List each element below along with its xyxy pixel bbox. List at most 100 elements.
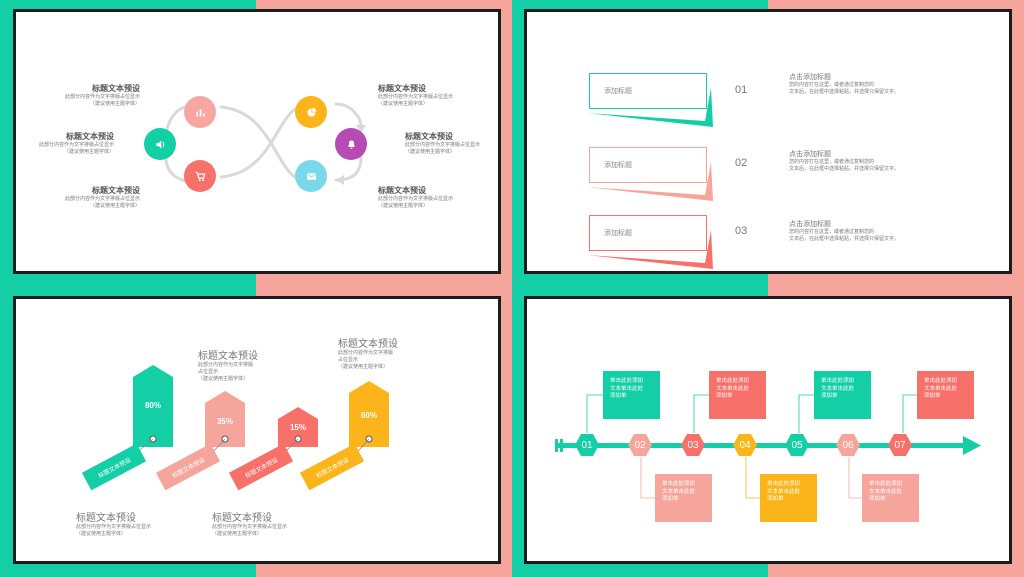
card-2[interactable]: 添加标题	[589, 147, 707, 183]
box-line: 单击此处添加	[924, 378, 958, 384]
timeline-start-mark	[555, 439, 558, 452]
pie-chart-icon	[295, 96, 327, 128]
slide-1-cycle[interactable]: 标题文本预设 此部分内容作为文字排版占位显示 （建议使用主题字体） 标题文本预设…	[13, 9, 501, 274]
cart-icon	[184, 160, 216, 192]
card-label: 添加标题	[604, 230, 632, 237]
speaker-icon	[144, 128, 176, 160]
timeline-box-5[interactable]: 单击此处添加 文本单击此处 添加单	[814, 371, 871, 419]
card-fold-teal	[587, 88, 713, 127]
text-block-left-2: 标题文本预设 此部分内容作为文字排版占位显示 （建议使用主题字体）	[22, 131, 114, 156]
step-01: 01	[575, 433, 599, 457]
box-line: 文本单击此处	[662, 488, 696, 495]
card-desc-3: 点击添加标题 您的内容打在这里，或者通过复制您的 文本后，在此框中选择粘贴，并选…	[789, 219, 959, 243]
slide-4-timeline[interactable]: 01 02 03 04 05 06 07 单击此处添加 文本单击此处 添加单 单…	[524, 296, 1012, 564]
upper-body: 占位显示	[338, 357, 359, 363]
timeline-box-2[interactable]: 单击此处添加 文本单击此处 添加单	[655, 474, 712, 522]
mail-icon	[295, 160, 327, 192]
box-line: 单击此处添加	[662, 481, 696, 487]
box-line: 文本单击此处	[821, 385, 855, 392]
card-label: 添加标题	[604, 162, 632, 169]
text-block-left-3: 标题文本预设 此部分内容作为文字排版占位显示 （建议使用主题字体）	[48, 185, 140, 210]
lower-text-1: 标题文本预设 此部分内容作为文字排版占位显示 （建议使用主题字体）	[76, 509, 186, 538]
upper-body: （建议使用主题字体）	[198, 376, 249, 382]
card-number: 03	[735, 225, 748, 237]
box-line: 文本单击此处	[716, 385, 750, 392]
step-07: 07	[888, 433, 912, 457]
block-body: （建议使用主题字体）	[378, 203, 429, 209]
desc-body: 文本后，在此框中选择粘贴，并选择只保留文字。	[789, 89, 900, 95]
desc-body: 文本后，在此框中选择粘贴，并选择只保留文字。	[789, 236, 900, 242]
timeline-box-7[interactable]: 单击此处添加 文本单击此处 添加单	[917, 371, 974, 419]
box-line: 单击此处添加	[821, 378, 855, 384]
card-fold-pink	[587, 162, 713, 201]
box-line: 添加单	[869, 496, 886, 502]
desc-title: 点击添加标题	[789, 220, 831, 228]
box-line: 文本单击此处	[767, 488, 801, 495]
upper-title: 标题文本预设	[338, 339, 398, 350]
card-label: 添加标题	[604, 88, 632, 95]
desc-body: 您的内容打在这里，或者通过复制您的	[789, 82, 875, 88]
timeline-start-mark	[560, 439, 563, 452]
upper-body: 此部分内容作为文字排版	[198, 362, 254, 368]
card-fold-coral	[587, 230, 713, 269]
block-title: 标题文本预设	[92, 186, 140, 195]
block-body: （建议使用主题字体）	[63, 149, 114, 155]
text-block-left-1: 标题文本预设 此部分内容作为文字排版占位显示 （建议使用主题字体）	[48, 83, 140, 108]
upper-body: （建议使用主题字体）	[338, 364, 389, 370]
lower-body: 此部分内容作为文字排版占位显示	[212, 524, 288, 530]
timeline-bar	[555, 443, 967, 448]
box-line: 单击此处添加	[716, 378, 750, 384]
timeline-box-4[interactable]: 单击此处添加 文本单击此处 添加单	[760, 474, 817, 522]
timeline-connectors	[586, 394, 917, 499]
step-05: 05	[785, 433, 809, 457]
slide-2-cards[interactable]: 添加标题 01 点击添加标题 您的内容打在这里，或者通过复制您的 文本后，在此框…	[524, 9, 1012, 274]
upper-body: 占位显示	[198, 369, 219, 375]
text-block-right-1: 标题文本预设 此部分内容作为文字排版占位显示 （建议使用主题字体）	[378, 83, 478, 108]
step-04: 04	[733, 433, 757, 457]
timeline-box-1[interactable]: 单击此处添加 文本单击此处 添加单	[603, 371, 660, 419]
desc-title: 点击添加标题	[789, 73, 831, 81]
box-line: 添加单	[610, 393, 627, 399]
bar-value: 60%	[360, 411, 377, 420]
block-title: 标题文本预设	[66, 132, 114, 141]
box-line: 文本单击此处	[924, 385, 958, 392]
upper-title: 标题文本预设	[198, 351, 258, 362]
box-line: 单击此处添加	[610, 378, 644, 384]
lower-text-2: 标题文本预设 此部分内容作为文字排版占位显示 （建议使用主题字体）	[212, 509, 322, 538]
desc-body: 文本后，在此框中选择粘贴，并选择只保留文字。	[789, 166, 900, 172]
block-body: 此部分内容作为文字排版占位显示	[64, 94, 140, 100]
timeline-box-6[interactable]: 单击此处添加 文本单击此处 添加单	[862, 474, 919, 522]
lower-title: 标题文本预设	[212, 513, 272, 524]
upper-body: 此部分内容作为文字排版	[338, 350, 394, 356]
block-body: 此部分内容作为文字排版占位显示	[405, 142, 481, 148]
box-line: 添加单	[821, 393, 838, 399]
card-desc-2: 点击添加标题 您的内容打在这里，或者通过复制您的 文本后，在此框中选择粘贴，并选…	[789, 149, 959, 173]
card-3[interactable]: 添加标题	[589, 215, 707, 251]
lower-body: （建议使用主题字体）	[76, 531, 127, 537]
box-line: 添加单	[924, 393, 941, 399]
box-line: 添加单	[767, 496, 784, 502]
text-block-right-3: 标题文本预设 此部分内容作为文字排版占位显示 （建议使用主题字体）	[378, 185, 478, 210]
box-line: 文本单击此处	[869, 488, 903, 495]
lower-body: （建议使用主题字体）	[212, 531, 263, 537]
card-number: 01	[735, 84, 748, 96]
block-title: 标题文本预设	[92, 84, 140, 93]
step-02: 02	[628, 433, 652, 457]
box-line: 单击此处添加	[767, 481, 801, 487]
bar-value: 80%	[144, 401, 161, 410]
slide-3-tags[interactable]: 80% 35% 15% 60% 标题文本预设 标题文本预设 标题文本预设 标题文…	[13, 296, 501, 564]
desc-body: 您的内容打在这里，或者通过复制您的	[789, 229, 875, 235]
timeline-arrow-head	[963, 436, 981, 455]
bar-value: 15%	[289, 423, 306, 432]
block-body: 此部分内容作为文字排版占位显示	[38, 142, 114, 148]
card-1[interactable]: 添加标题	[589, 73, 707, 109]
card-number: 02	[735, 157, 748, 169]
box-line: 单击此处添加	[869, 481, 903, 487]
card-desc-1: 点击添加标题 您的内容打在这里，或者通过复制您的 文本后，在此框中选择粘贴，并选…	[789, 72, 959, 96]
desc-body: 您的内容打在这里，或者通过复制您的	[789, 159, 875, 165]
box-line: 添加单	[716, 393, 733, 399]
block-title: 标题文本预设	[378, 84, 426, 93]
box-line: 文本单击此处	[610, 385, 644, 392]
timeline-box-3[interactable]: 单击此处添加 文本单击此处 添加单	[709, 371, 766, 419]
block-title: 标题文本预设	[405, 132, 453, 141]
